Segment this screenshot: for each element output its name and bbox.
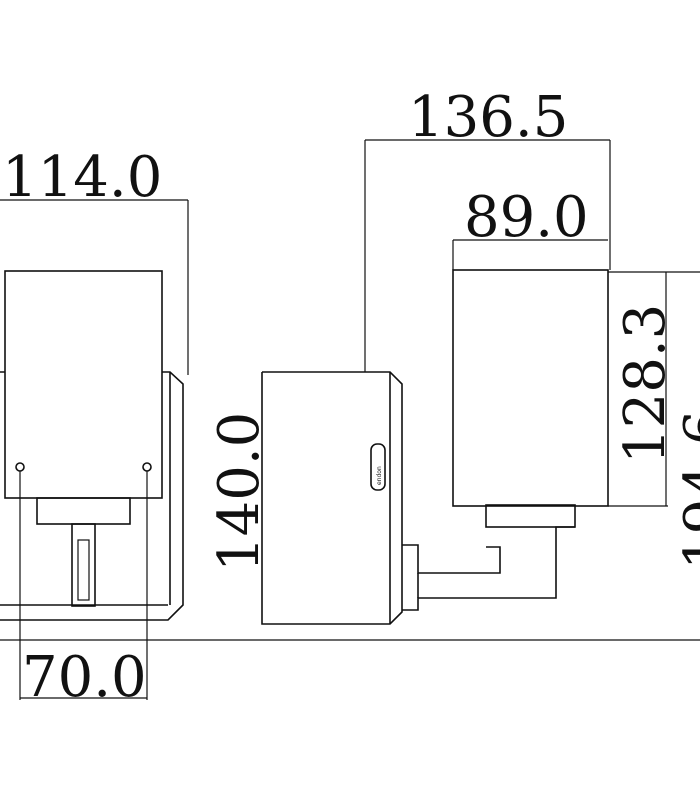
dim-label-136: 136.5: [408, 85, 568, 150]
dim-label-114: 114.0: [2, 145, 162, 210]
front-stem: [71, 523, 96, 607]
side-arm-lower: [402, 526, 575, 611]
side-lamp-holder: [485, 504, 576, 528]
dim-label-89: 89.0: [464, 185, 589, 250]
side-view: endon 136.5 89.0 128.3 194.6 140.0: [207, 85, 700, 625]
front-stem-slot: [77, 539, 90, 601]
side-shade: [452, 269, 609, 507]
logo-text: endon: [376, 466, 383, 485]
dim-label-194: 194.6: [673, 410, 700, 570]
front-lamp-holder: [36, 497, 131, 525]
dim-label-70: 70.0: [22, 645, 147, 710]
side-arm: [402, 544, 501, 574]
front-shade: [4, 270, 163, 499]
side-backplate: [261, 371, 403, 625]
endon-logo: endon: [370, 443, 386, 491]
dim-label-128: 128.3: [613, 304, 678, 464]
dim-label-140: 140.0: [207, 412, 272, 572]
front-view: 114.0 70.0: [0, 145, 189, 710]
